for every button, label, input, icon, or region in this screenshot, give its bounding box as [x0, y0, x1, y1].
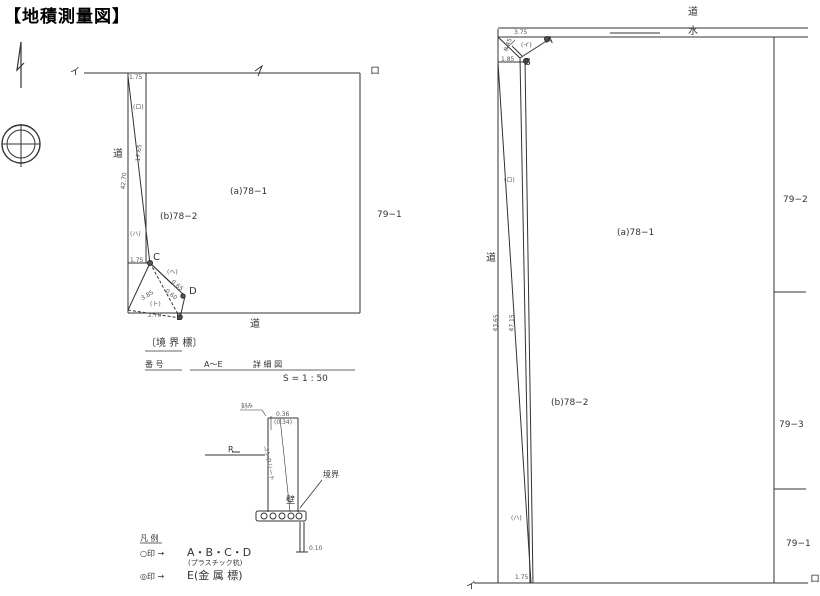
- point-d-label: D: [189, 286, 197, 297]
- dim-label: (ロ): [504, 177, 515, 184]
- top-dim: 0.36: [276, 411, 290, 418]
- legend-sub-1: (プラスチック杭): [188, 559, 243, 567]
- dim-label: 3.75: [514, 29, 528, 36]
- drawing-scale: S = 1 : 50: [283, 374, 328, 384]
- dim-label: 1.75: [129, 74, 143, 81]
- slab-label: 刻み: [241, 403, 254, 410]
- road-west-label: 道: [486, 253, 496, 264]
- legend-value-2: E(金 属 標): [187, 569, 243, 582]
- north-arrow-icon: [1, 41, 41, 167]
- east-neighbor-label: 79−1: [377, 210, 402, 220]
- point-c-label: C: [153, 252, 160, 263]
- marker-range: A〜E: [204, 360, 223, 369]
- point-i-label: イ: [70, 67, 80, 78]
- dim-label: 1.75: [515, 574, 529, 581]
- wall-label: 壁: [286, 496, 296, 506]
- parcel-b-label: (b)78−2: [160, 212, 198, 222]
- boundary-marker-heading: 〔境 界 標〕: [146, 338, 203, 349]
- point-i-label: イ: [466, 581, 476, 592]
- drawing-title: 【地積測量図】: [4, 7, 130, 27]
- legend-value-1: A・B・C・D: [187, 546, 252, 559]
- legend-symbol-1: ○印 →: [140, 549, 165, 558]
- neighbor-79-2: 79−2: [783, 195, 808, 205]
- dim-label: 43.65: [492, 314, 500, 332]
- top-dim-bracketed: (0.34): [274, 419, 293, 426]
- dim-label: (ハ): [130, 231, 141, 238]
- marker-detail: 詳 細 図: [253, 360, 283, 369]
- dim-label: 1.75: [130, 257, 144, 264]
- legend-symbol-2: ◎印 →: [140, 572, 165, 581]
- ground-label: R: [228, 445, 234, 454]
- dim-label: (ト): [150, 301, 161, 308]
- parcel-b-label: (b)78−2: [551, 398, 589, 408]
- dim-label: (ハ): [511, 515, 522, 522]
- road-south-label: 道: [250, 319, 260, 330]
- road-west-label: 道: [113, 149, 123, 160]
- point-e-label: E: [176, 312, 183, 323]
- legend-title: 凡 例: [140, 534, 159, 543]
- road-north-label: 道: [688, 7, 698, 18]
- point-ro-label: ロ: [370, 66, 380, 77]
- parcel-a-label: (a)78−1: [617, 228, 655, 238]
- dim-label: (ロ): [133, 104, 144, 111]
- dim-label: 1.85: [501, 56, 515, 63]
- point-ro-label: ロ: [810, 574, 820, 585]
- dim-label: (イ): [521, 42, 532, 49]
- point-b-label: B: [524, 57, 531, 68]
- dim-label: 2.70: [148, 312, 162, 319]
- neighbor-79-1: 79−1: [786, 539, 811, 549]
- dim-label: (へ): [167, 269, 178, 276]
- point-a-label: A: [546, 35, 553, 46]
- water-label: 水: [688, 26, 698, 37]
- marker-row-label: 番 号: [145, 360, 164, 369]
- parcel-a-label: (a)78−1: [230, 187, 268, 197]
- bottom-dim: 0.10: [309, 545, 323, 552]
- dim-label: 47.15: [508, 314, 516, 332]
- boundary-label: 境界: [323, 470, 339, 479]
- neighbor-79-3: 79−3: [779, 420, 804, 430]
